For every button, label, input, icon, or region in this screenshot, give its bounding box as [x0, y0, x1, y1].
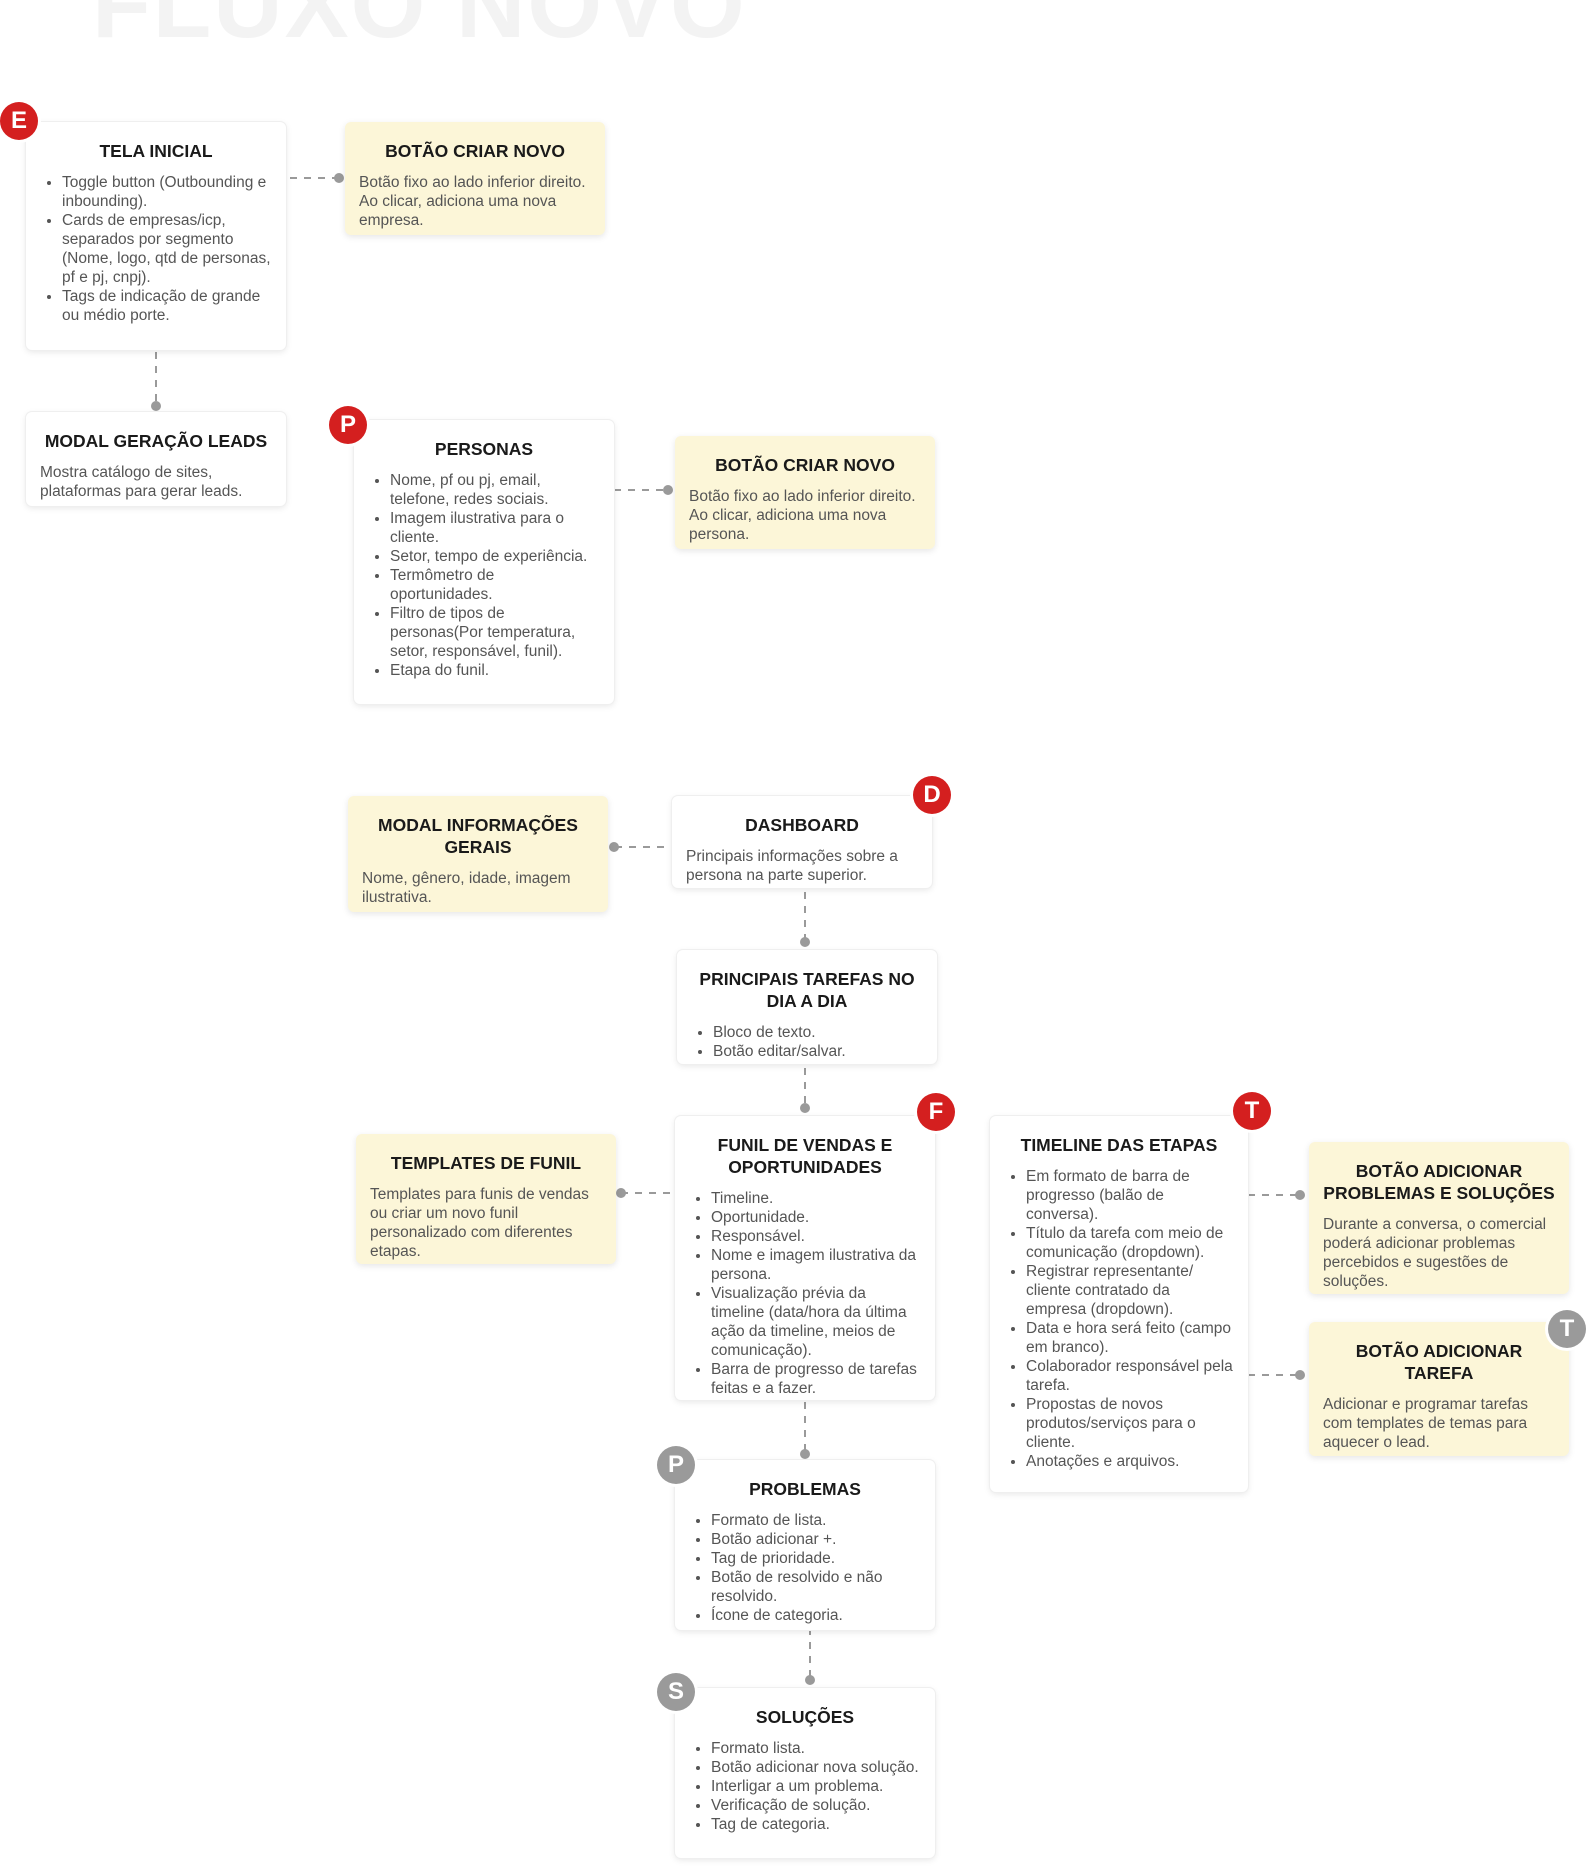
- card-text: Durante a conversa, o comercial poderá a…: [1323, 1216, 1547, 1290]
- card-solucoes: SOLUÇÕES Formato lista. Botão adicionar …: [675, 1688, 935, 1858]
- list-item: Data e hora será feito (campo em branco)…: [1026, 1319, 1234, 1357]
- card-title: MODAL GERAÇÃO LEADS: [44, 431, 268, 451]
- list-item: Anotações e arquivos.: [1026, 1452, 1234, 1471]
- card-list: Formato de lista. Botão adicionar +. Tag…: [689, 1511, 921, 1625]
- list-item: Timeline.: [711, 1189, 921, 1208]
- note-botao-criar-novo-empresa: BOTÃO CRIAR NOVO Botão fixo ao lado infe…: [345, 122, 605, 235]
- list-item: Botão adicionar nova solução.: [711, 1758, 921, 1777]
- note-botao-adicionar-tarefa: BOTÃO ADICIONAR TAREFA Adicionar e progr…: [1309, 1322, 1569, 1456]
- list-item: Propostas de novos produtos/serviços par…: [1026, 1395, 1234, 1452]
- list-item: Tags de indicação de grande ou médio por…: [62, 287, 272, 325]
- card-personas: PERSONAS Nome, pf ou pj, email, telefone…: [354, 420, 614, 704]
- list-item: Botão adicionar +.: [711, 1530, 921, 1549]
- card-text: Nome, gênero, idade, imagem ilustrativa.: [362, 870, 571, 906]
- card-title: BOTÃO CRIAR NOVO: [385, 141, 565, 161]
- badge-p-grey: P: [657, 1446, 695, 1484]
- card-title: MODAL INFORMAÇÕES GERAIS: [378, 815, 578, 857]
- card-title: BOTÃO CRIAR NOVO: [715, 455, 895, 475]
- card-list: Formato lista. Botão adicionar nova solu…: [689, 1739, 921, 1834]
- list-item: Termômetro de oportunidades.: [390, 566, 600, 604]
- connector-dot: [805, 1675, 815, 1685]
- connector-dot: [1295, 1190, 1305, 1200]
- card-list: Em formato de barra de progresso (balão …: [1004, 1167, 1234, 1471]
- connector-dot: [616, 1188, 626, 1198]
- list-item: Tag de categoria.: [711, 1815, 921, 1834]
- card-tela-inicial: TELA INICIAL Toggle button (Outbounding …: [26, 122, 286, 350]
- card-list: Nome, pf ou pj, email, telefone, redes s…: [368, 471, 600, 680]
- connector-dot: [800, 937, 810, 947]
- badge-s: S: [657, 1673, 695, 1711]
- badge-d: D: [913, 776, 951, 814]
- card-list: Bloco de texto. Botão editar/salvar.: [691, 1023, 923, 1061]
- list-item: Tag de prioridade.: [711, 1549, 921, 1568]
- badge-t-grey: T: [1548, 1310, 1586, 1348]
- card-title: BOTÃO ADICIONAR TAREFA: [1355, 1341, 1523, 1383]
- card-title: PROBLEMAS: [749, 1479, 861, 1499]
- list-item: Nome, pf ou pj, email, telefone, redes s…: [390, 471, 600, 509]
- list-item: Em formato de barra de progresso (balão …: [1026, 1167, 1234, 1224]
- card-list: Toggle button (Outbounding e inbounding)…: [40, 173, 272, 325]
- list-item: Título da tarefa com meio de comunicação…: [1026, 1224, 1234, 1262]
- list-item: Interligar a um problema.: [711, 1777, 921, 1796]
- card-text: Mostra catálogo de sites, plataformas pa…: [40, 464, 243, 500]
- card-title: BOTÃO ADICIONAR PROBLEMAS E SOLUÇÕES: [1323, 1161, 1555, 1203]
- list-item: Visualização prévia da timeline (data/ho…: [711, 1284, 921, 1360]
- card-title: DASHBOARD: [745, 815, 859, 835]
- list-item: Imagem ilustrativa para o cliente.: [390, 509, 600, 547]
- badge-p: P: [329, 406, 367, 444]
- list-item: Nome e imagem ilustrativa da persona.: [711, 1246, 921, 1284]
- card-list: Timeline. Oportunidade. Responsável. Nom…: [689, 1189, 921, 1398]
- card-modal-geracao-leads: MODAL GERAÇÃO LEADS Mostra catálogo de s…: [26, 412, 286, 506]
- list-item: Setor, tempo de experiência.: [390, 547, 600, 566]
- connector-dot: [151, 401, 161, 411]
- list-item: Botão de resolvido e não resolvido.: [711, 1568, 921, 1606]
- list-item: Registrar representante/ cliente contrat…: [1026, 1262, 1234, 1319]
- badge-e: E: [0, 102, 38, 140]
- list-item: Cards de empresas/icp, separados por seg…: [62, 211, 272, 287]
- connector-dot: [1295, 1370, 1305, 1380]
- card-title: TELA INICIAL: [99, 141, 213, 161]
- page-title: FLUXO NOVO: [92, 0, 747, 58]
- card-title: FUNIL DE VENDAS E OPORTUNIDADES: [717, 1135, 893, 1177]
- card-dashboard: DASHBOARD Principais informações sobre a…: [672, 796, 932, 888]
- card-title: SOLUÇÕES: [755, 1707, 855, 1727]
- list-item: Filtro de tipos de personas(Por temperat…: [390, 604, 600, 661]
- list-item: Colaborador responsável pela tarefa.: [1026, 1357, 1234, 1395]
- list-item: Botão editar/salvar.: [713, 1042, 923, 1061]
- list-item: Bloco de texto.: [713, 1023, 923, 1042]
- card-funil-de-vendas: FUNIL DE VENDAS E OPORTUNIDADES Timeline…: [675, 1116, 935, 1400]
- note-modal-informacoes-gerais: MODAL INFORMAÇÕES GERAIS Nome, gênero, i…: [348, 796, 608, 912]
- list-item: Verificação de solução.: [711, 1796, 921, 1815]
- card-text: Botão fixo ao lado inferior direito. Ao …: [359, 174, 586, 229]
- badge-f: F: [917, 1093, 955, 1131]
- connector-dot: [800, 1103, 810, 1113]
- connector-dot: [609, 842, 619, 852]
- card-text: Templates para funis de vendas ou criar …: [370, 1186, 589, 1260]
- list-item: Barra de progresso de tarefas feitas e a…: [711, 1360, 921, 1398]
- card-text: Adicionar e programar tarefas com templa…: [1323, 1396, 1529, 1451]
- connector-dot: [663, 485, 673, 495]
- card-principais-tarefas: PRINCIPAIS TAREFAS NO DIA A DIA Bloco de…: [677, 950, 937, 1064]
- note-templates-de-funil: TEMPLATES DE FUNIL Templates para funis …: [356, 1134, 616, 1264]
- list-item: Responsável.: [711, 1227, 921, 1246]
- connector-dot: [334, 173, 344, 183]
- list-item: Etapa do funil.: [390, 661, 600, 680]
- list-item: Toggle button (Outbounding e inbounding)…: [62, 173, 272, 211]
- connector-dot: [800, 1449, 810, 1459]
- card-problemas: PROBLEMAS Formato de lista. Botão adicio…: [675, 1460, 935, 1630]
- card-title: TIMELINE DAS ETAPAS: [1020, 1135, 1218, 1155]
- card-title: PERSONAS: [434, 439, 534, 459]
- note-botao-criar-novo-persona: BOTÃO CRIAR NOVO Botão fixo ao lado infe…: [675, 436, 935, 549]
- badge-t: T: [1233, 1092, 1271, 1130]
- list-item: Formato de lista.: [711, 1511, 921, 1530]
- note-botao-adicionar-problemas: BOTÃO ADICIONAR PROBLEMAS E SOLUÇÕES Dur…: [1309, 1142, 1569, 1294]
- card-text: Principais informações sobre a persona n…: [686, 848, 898, 884]
- list-item: Ícone de categoria.: [711, 1606, 921, 1625]
- list-item: Formato lista.: [711, 1739, 921, 1758]
- card-title: TEMPLATES DE FUNIL: [390, 1153, 582, 1173]
- card-text: Botão fixo ao lado inferior direito. Ao …: [689, 488, 916, 543]
- list-item: Oportunidade.: [711, 1208, 921, 1227]
- card-title: PRINCIPAIS TAREFAS NO DIA A DIA: [699, 969, 915, 1011]
- card-timeline-das-etapas: TIMELINE DAS ETAPAS Em formato de barra …: [990, 1116, 1248, 1492]
